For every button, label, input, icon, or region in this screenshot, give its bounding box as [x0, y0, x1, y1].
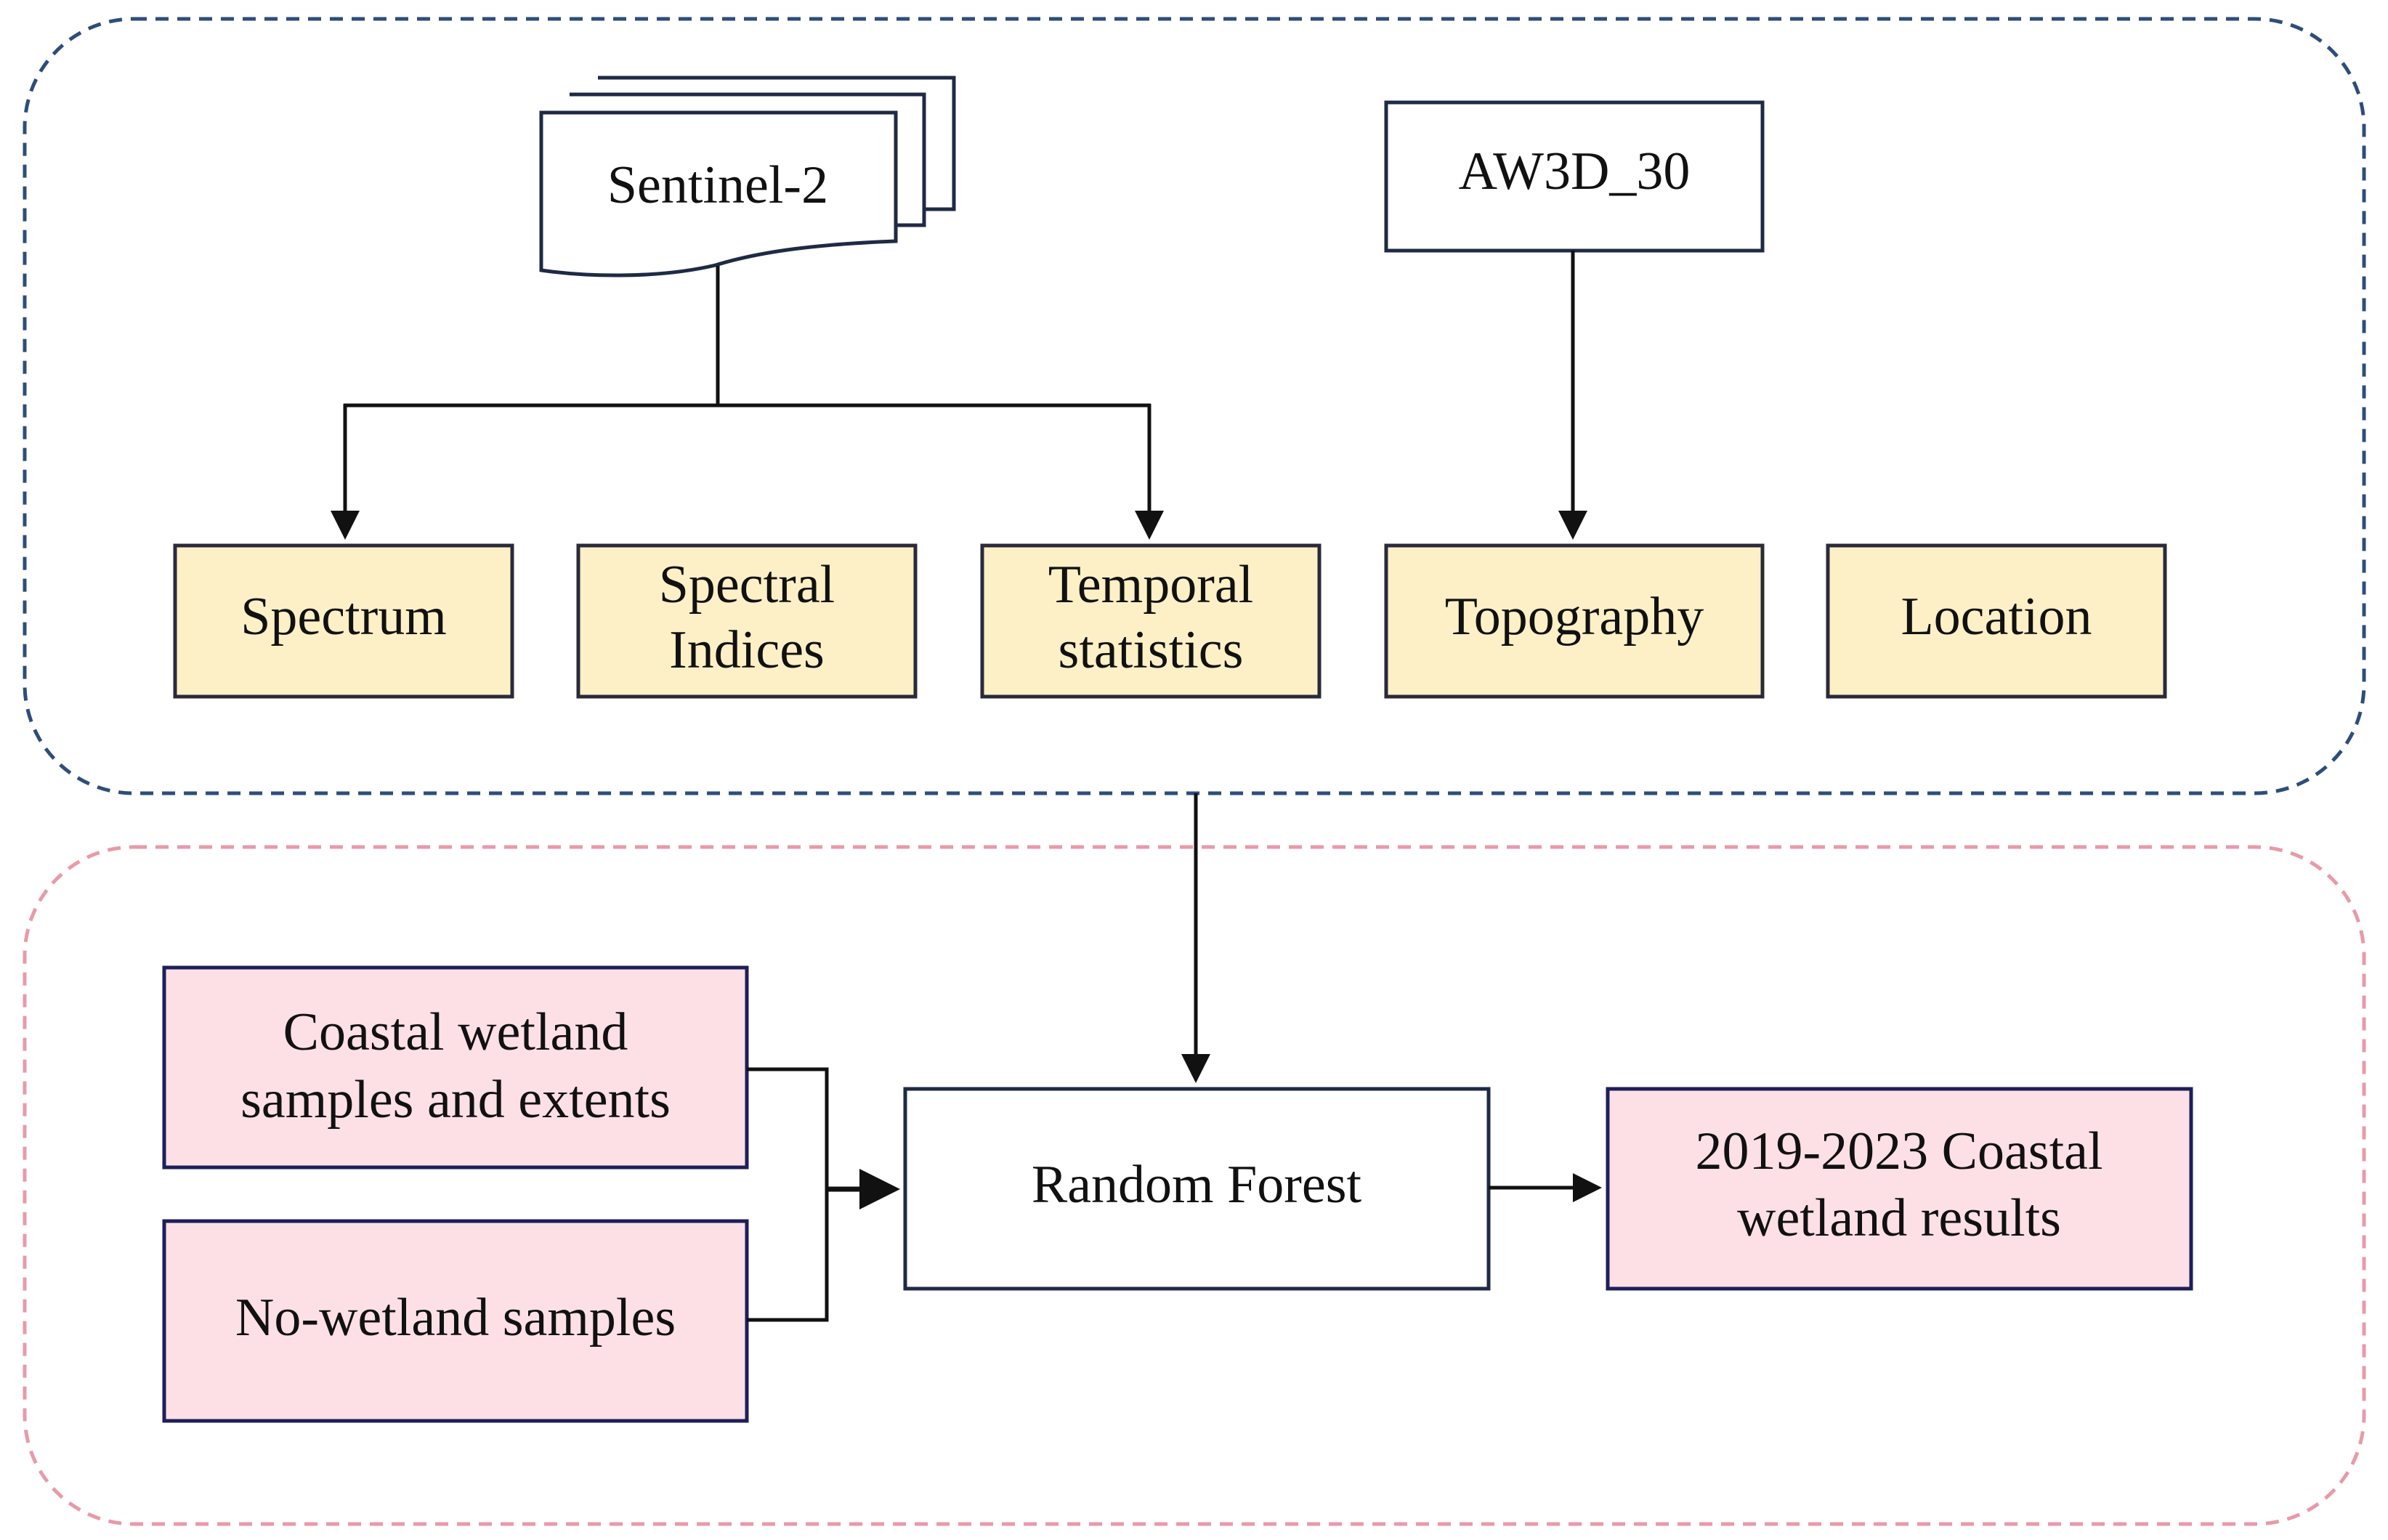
no-wetland-samples-label: No-wetland samples: [235, 1288, 676, 1348]
coastal-wetland-results-box: [1606, 1087, 2193, 1291]
spectrum-box: [173, 543, 514, 699]
spectrum-label: Spectrum: [240, 587, 447, 647]
location-label: Location: [1901, 587, 2092, 647]
feature-spectral-indices: Spectral Indices: [576, 543, 918, 699]
coastal-wetland-samples-label-line-1: Coastal wetland: [283, 1002, 628, 1062]
feature-topography: Topography: [1384, 543, 1765, 699]
random-forest-label: Random Forest: [1032, 1155, 1362, 1215]
aw3d-30-label: AW3D_30: [1459, 142, 1691, 201]
spectral-indices-label-line-2: Indices: [669, 620, 825, 680]
topography-label: Topography: [1445, 587, 1704, 647]
aw3d-30-box: [1384, 100, 1765, 253]
sentinel-document-shape: [539, 110, 898, 277]
sentinel-2-label: Sentinel-2: [607, 155, 828, 215]
samples-merge-connector: [747, 1067, 900, 1322]
spectral-indices-label-line-1: Spectral: [659, 555, 835, 615]
temporal-statistics-box: [980, 543, 1322, 699]
sentinel-2-node: Sentinel-2: [539, 76, 956, 277]
sentinel-connectors: [331, 266, 1164, 540]
coastal-wetland-samples-node: Coastal wetland samples and extents: [162, 965, 749, 1170]
temporal-statistics-label-line-2: statistics: [1059, 620, 1244, 680]
results-label-line-2: wetland results: [1737, 1188, 2061, 1248]
random-forest-node: Random Forest: [903, 1087, 1491, 1291]
feature-location: Location: [1826, 543, 2167, 699]
no-wetland-samples-node: No-wetland samples: [162, 1219, 749, 1423]
aw3d-30-node: AW3D_30: [1384, 100, 1765, 253]
no-wetland-samples-box: [162, 1219, 749, 1423]
coastal-wetland-samples-box: [162, 965, 749, 1170]
merge-bracket-line: [747, 1067, 829, 1322]
topography-box: [1384, 543, 1765, 699]
spectral-indices-box: [576, 543, 918, 699]
random-forest-box: [903, 1087, 1491, 1291]
temporal-statistics-label-line-1: Temporal: [1048, 555, 1254, 615]
location-box: [1826, 543, 2167, 699]
coastal-wetland-results-node: 2019-2023 Coastal wetland results: [1606, 1087, 2193, 1291]
feature-spectrum: Spectrum: [173, 543, 514, 699]
results-label-line-1: 2019-2023 Coastal: [1695, 1122, 2102, 1181]
feature-temporal-statistics: Temporal statistics: [980, 543, 1322, 699]
coastal-wetland-samples-label-line-2: samples and extents: [240, 1070, 671, 1130]
